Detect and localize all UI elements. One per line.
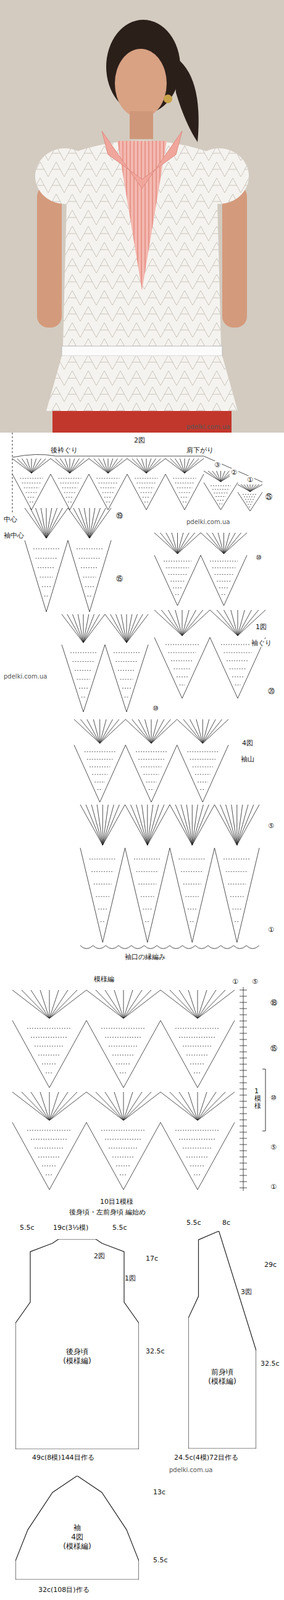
chart-label: 49c(8模)144目作る	[30, 1452, 96, 1461]
chart-label: 後身頃・左前身頃 編始め	[67, 1207, 148, 1216]
piece-note: (模様編)	[208, 1375, 236, 1385]
chart-label: ①	[245, 475, 255, 484]
chart-label: 1図	[254, 622, 268, 631]
stitch-rows	[19, 477, 258, 1174]
chart-label: ⑱	[269, 997, 279, 1006]
chart-label: 袖山	[239, 754, 256, 763]
stitch-chart	[12, 453, 266, 1190]
chart-label: 32.5c	[144, 1345, 167, 1354]
chart-label: 5.5c	[111, 1222, 129, 1231]
chart-label: 29c	[263, 1259, 278, 1268]
chart-label: 模様編	[92, 974, 116, 983]
piece-text: 袖4図(模様編)	[15, 1474, 139, 1579]
piece-name: 前身頃	[211, 1366, 234, 1376]
chart-label: 24.5c(4模)72目作る	[172, 1452, 240, 1461]
chart-label: 1模様	[253, 1086, 263, 1109]
chart-label: 袖口の縁編み	[123, 952, 167, 961]
chart-label: 32c(108目)作る	[37, 1584, 91, 1593]
chart-label: 袖ぐり	[250, 638, 273, 647]
chart-label: ⑩	[254, 553, 264, 562]
chart-label: ⑲	[114, 511, 125, 520]
chart-label: ⑳	[266, 686, 276, 695]
chart-label: 10目1模様	[98, 1196, 135, 1205]
chart-label: ⑤	[269, 1142, 278, 1151]
piece-text: 前身頃(模様編)	[188, 1229, 257, 1448]
chart-label: ③	[213, 460, 222, 469]
chart-label: 5.5c	[151, 1554, 170, 1563]
chart-label: 後衿ぐり	[49, 445, 80, 454]
chart-label: 1図	[123, 1273, 138, 1282]
chart-label: 19c(3⅓模)	[51, 1222, 90, 1231]
repeat-bracket	[262, 1068, 266, 1130]
chart-label: ②	[229, 467, 239, 477]
chart-label: ⑮	[269, 1043, 279, 1052]
chart-label: ①	[230, 976, 240, 985]
chart-label: 2図	[132, 435, 147, 444]
chart-label: ①	[269, 1181, 278, 1190]
chart-label: 5.5c	[18, 1222, 36, 1231]
chart-label: ⑤	[266, 821, 276, 830]
chart-label: 3図	[239, 1286, 254, 1295]
chart-label: 5.5c	[185, 1217, 203, 1226]
piece-outline	[15, 1237, 139, 1448]
watermark: pdelki.com.ua	[2, 671, 49, 680]
chart-label: 32.5c	[259, 1358, 281, 1367]
outline	[188, 1229, 257, 1448]
piece-outline	[188, 1229, 257, 1448]
garment-piece: 前身頃(模様編)	[188, 1229, 257, 1448]
chart-label: ⑩	[269, 1092, 278, 1101]
chart-label: ㉕	[264, 492, 274, 501]
garment-piece: 袖4図(模様編)	[15, 1474, 139, 1579]
outline	[15, 1237, 139, 1448]
chart-label: 2図	[92, 1250, 107, 1259]
chart-label: ⑤	[250, 976, 260, 985]
piece-name: 後身頃	[66, 1345, 89, 1356]
garment-piece: 後身頃(模様編)	[15, 1237, 139, 1448]
watermark: pdelki.com.ua	[185, 517, 231, 526]
piece-name: 袖	[73, 1521, 81, 1532]
chart-label: 4図	[240, 738, 255, 747]
chart-label: 中心	[2, 514, 19, 523]
chart-label: ⑮	[114, 574, 125, 583]
piece-text: 後身頃(模様編)	[15, 1237, 139, 1448]
chart-label: 17c	[144, 1253, 160, 1262]
piece-note: (模様編)	[62, 1540, 91, 1550]
watermark: pdelki.com.ua	[167, 1464, 214, 1473]
outline	[15, 1474, 139, 1579]
center-line	[12, 432, 13, 513]
chart-label: ⑩	[151, 703, 160, 712]
chart-label: 8c	[221, 1217, 232, 1226]
watermark: pdelki.com.ua	[185, 422, 231, 431]
chart-label: ①	[266, 924, 276, 933]
piece-note: (模様編)	[62, 1355, 91, 1365]
piece-note: 4図	[71, 1531, 84, 1541]
chart-label: 袖中心	[2, 530, 26, 539]
photo	[0, 0, 284, 433]
chart-label: 13c	[151, 1486, 167, 1495]
chart-label: 肩下がり	[185, 445, 215, 454]
